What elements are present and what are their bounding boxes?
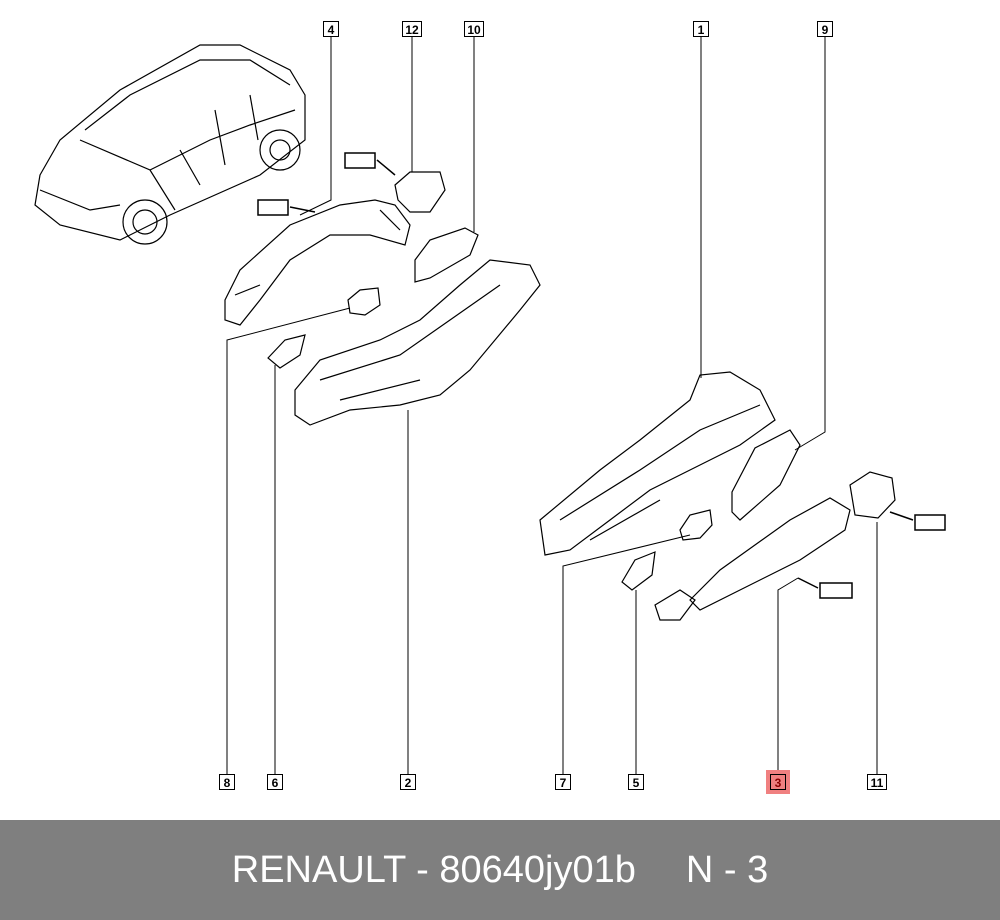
- part-10-gasket: [414, 227, 479, 283]
- callout-7[interactable]: 7: [555, 774, 571, 790]
- footer-bar: RENAULT - 80640jy01b N - 3: [0, 820, 1000, 920]
- part-5-gasket: [621, 551, 656, 591]
- leader-lines: [226, 37, 878, 774]
- label-tags: [257, 152, 946, 599]
- part-2-frame: [294, 259, 541, 426]
- callout-8[interactable]: 8: [219, 774, 235, 790]
- callout-6[interactable]: 6: [267, 774, 283, 790]
- callout-4[interactable]: 4: [323, 21, 339, 37]
- callout-2[interactable]: 2: [400, 774, 416, 790]
- part-12-cap: [394, 171, 446, 213]
- part-1-frame: [539, 371, 776, 556]
- part-6-gasket: [267, 334, 306, 369]
- part-9-gasket: [731, 429, 801, 521]
- part-3-handle: [654, 497, 851, 621]
- part-4-handle: [224, 199, 411, 326]
- callout-9[interactable]: 9: [817, 21, 833, 37]
- callout-10[interactable]: 10: [464, 21, 484, 37]
- car-illustration: [34, 44, 306, 245]
- callout-12[interactable]: 12: [402, 21, 422, 37]
- callout-11[interactable]: 11: [867, 774, 887, 790]
- part-7-seal: [679, 509, 713, 541]
- callout-3-highlighted[interactable]: 3: [766, 770, 790, 794]
- callout-1[interactable]: 1: [693, 21, 709, 37]
- part-8-seal: [347, 287, 381, 316]
- part-11-cap: [849, 471, 896, 519]
- parts-diagram: [34, 37, 946, 774]
- position-number: N - 3: [685, 848, 769, 891]
- callout-5[interactable]: 5: [628, 774, 644, 790]
- part-reference: RENAULT - 80640jy01b: [231, 848, 636, 891]
